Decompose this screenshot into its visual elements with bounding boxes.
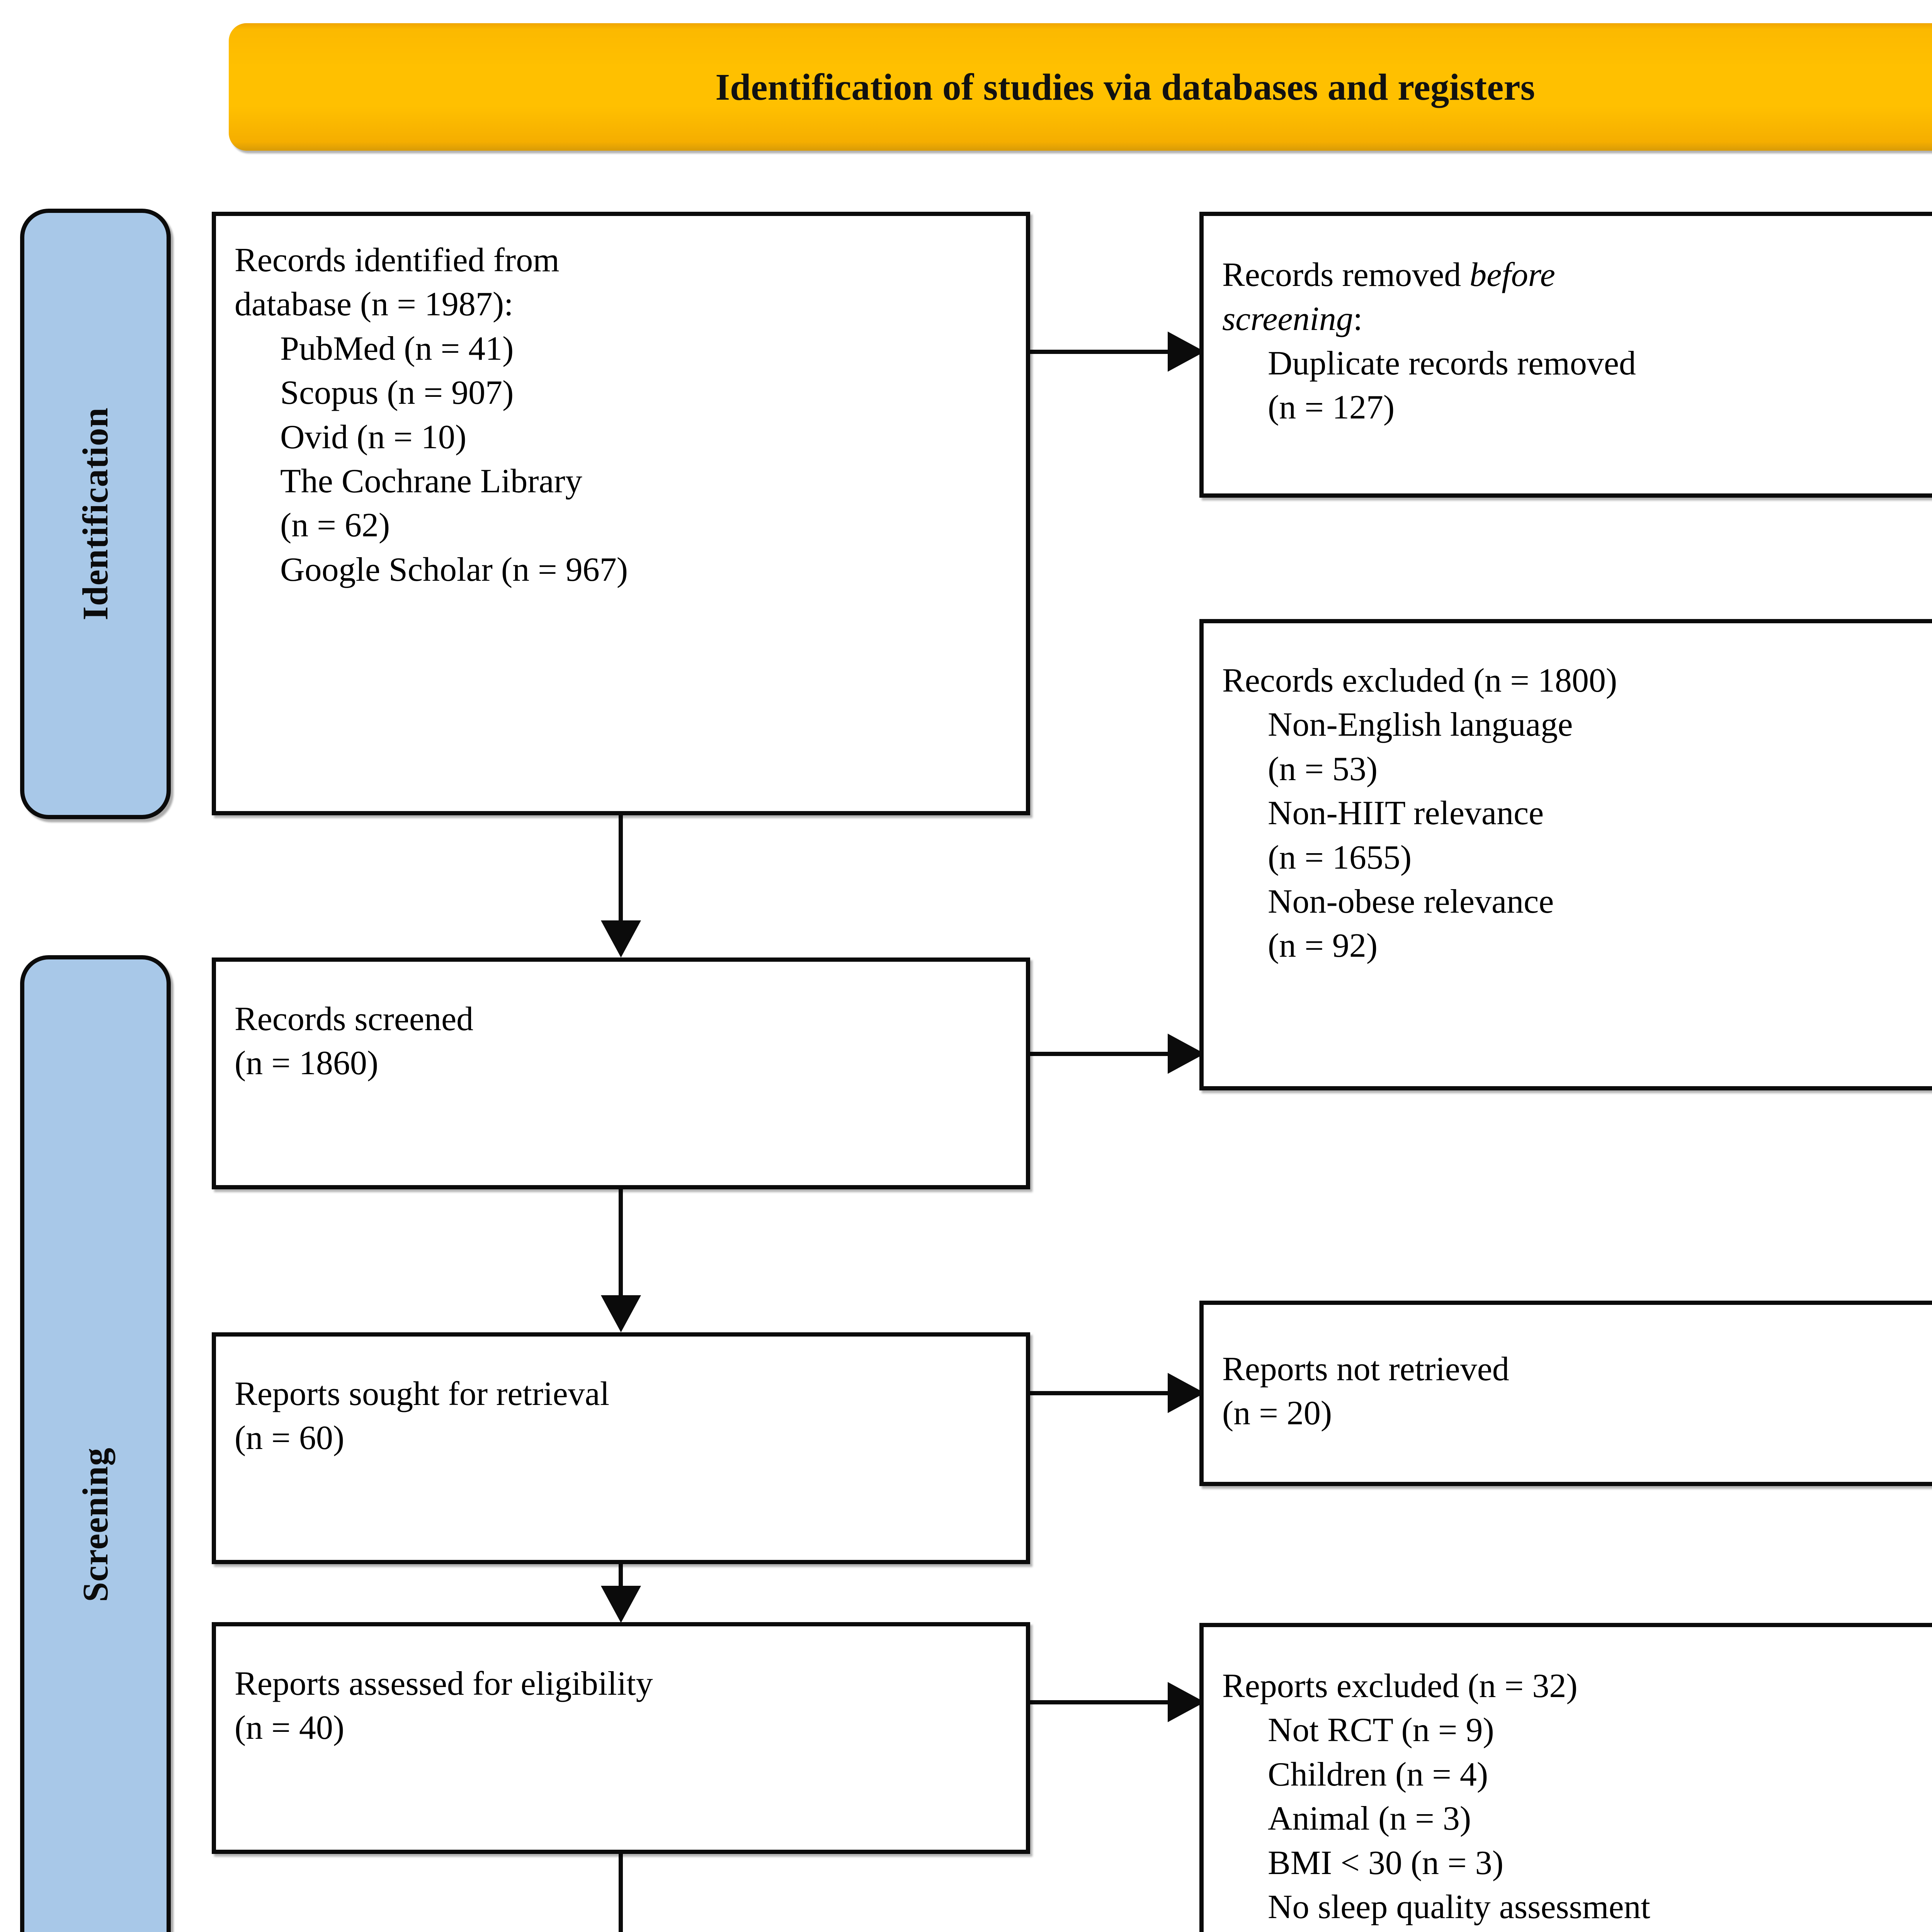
- connector-identified-to-screened: [619, 815, 623, 924]
- reports-assessed-count: (n = 40): [235, 1709, 345, 1747]
- connector-screened-to-records-excluded: [1030, 1052, 1209, 1056]
- records-identified-ovid: Ovid (n = 10): [280, 418, 467, 456]
- records-excluded-non-obese: Non-obese relevance: [1268, 883, 1554, 920]
- reports-excluded-animal: Animal (n = 3): [1268, 1800, 1471, 1838]
- records-identified-google-scholar: Google Scholar (n = 967): [280, 551, 628, 588]
- records-removed-line-1: Records removed before: [1222, 253, 1932, 297]
- box-reports-assessed: Reports assessed for eligibility (n = 40…: [212, 1622, 1030, 1854]
- box-reports-not-retrieved: Reports not retrieved (n = 20): [1199, 1301, 1932, 1486]
- reports-not-retrieved-count: (n = 20): [1222, 1395, 1332, 1432]
- box-records-excluded: Records excluded (n = 1800) Non-English …: [1199, 619, 1932, 1090]
- box-records-removed-before-screening: Records removed before screening: Duplic…: [1199, 212, 1932, 498]
- reports-excluded-no-sleep-quality: No sleep quality assessment: [1268, 1888, 1650, 1926]
- records-excluded-non-english: Non-English language: [1268, 706, 1573, 744]
- reports-excluded-children: Children (n = 4): [1268, 1755, 1488, 1793]
- connector-assessed-to-reports-excluded: [1030, 1700, 1209, 1704]
- box-reports-excluded: Reports excluded (n = 32) Not RCT (n = 9…: [1199, 1623, 1932, 1932]
- arrowhead-screened-to-sought: [601, 1295, 641, 1332]
- arrowhead-identified-to-removed: [1168, 332, 1205, 372]
- stage-tab-screening-label: Screening: [75, 1447, 116, 1602]
- connector-sought-to-not-retrieved: [1030, 1391, 1209, 1395]
- box-records-screened: Records screened (n = 1860): [212, 957, 1030, 1189]
- records-excluded-non-hiit-count: (n = 1655): [1268, 838, 1412, 876]
- arrowhead-identified-to-screened: [601, 920, 641, 957]
- arrowhead-sought-to-not-retrieved: [1168, 1373, 1205, 1413]
- records-identified-cochrane: The Cochrane Library: [280, 462, 582, 500]
- arrowhead-sought-to-assessed: [601, 1586, 641, 1623]
- records-identified-line-2: database (n = 1987):: [235, 286, 514, 323]
- records-identified-scopus: Scopus (n = 907): [280, 374, 514, 412]
- box-records-identified: Records identified from database (n = 19…: [212, 212, 1030, 815]
- reports-sought-label: Reports sought for retrieval: [235, 1375, 610, 1413]
- connector-sought-to-assessed: [619, 1564, 623, 1590]
- connector-identified-to-removed: [1030, 350, 1209, 354]
- arrowhead-assessed-to-reports-excluded: [1168, 1682, 1205, 1722]
- records-screened-label: Records screened: [235, 1000, 474, 1038]
- reports-excluded-not-rct: Not RCT (n = 9): [1268, 1711, 1494, 1749]
- arrowhead-screened-to-records-excluded: [1168, 1034, 1205, 1074]
- connector-assessed-to-included: [619, 1854, 623, 1932]
- records-excluded-non-obese-count: (n = 92): [1268, 927, 1378, 965]
- records-removed-italic-screening: screening: [1222, 300, 1353, 338]
- records-identified-cochrane-count: (n = 62): [280, 507, 390, 544]
- records-excluded-non-english-count: (n = 53): [1268, 750, 1378, 788]
- records-removed-colon: :: [1353, 300, 1363, 338]
- stage-tab-identification: Identification: [20, 209, 171, 819]
- connector-screened-to-sought: [619, 1189, 623, 1299]
- reports-assessed-label: Reports assessed for eligibility: [235, 1665, 653, 1702]
- records-removed-italic-before: before: [1469, 256, 1555, 294]
- reports-excluded-label: Reports excluded (n = 32): [1222, 1667, 1578, 1705]
- records-excluded-label: Records excluded (n = 1800): [1222, 662, 1617, 699]
- reports-sought-count: (n = 60): [235, 1419, 345, 1457]
- box-reports-sought: Reports sought for retrieval (n = 60): [212, 1332, 1030, 1564]
- banner-title: Identification of studies via databases …: [715, 66, 1535, 108]
- records-removed-prefix: Records removed: [1222, 256, 1470, 294]
- records-identified-pubmed: PubMed (n = 41): [280, 330, 514, 367]
- duplicate-records-removed-label: Duplicate records removed: [1268, 344, 1636, 382]
- records-screened-count: (n = 1860): [235, 1044, 379, 1082]
- records-identified-line-1: Records identified from: [235, 242, 560, 279]
- diagram-banner: Identification of studies via databases …: [229, 23, 1932, 151]
- reports-excluded-no-sleep-quality-count: (n = 13): [1222, 1929, 1932, 1932]
- stage-tab-screening: Screening: [20, 955, 171, 1932]
- reports-not-retrieved-label: Reports not retrieved: [1222, 1350, 1509, 1388]
- records-removed-line-2: screening:: [1222, 297, 1932, 341]
- stage-tab-identification-label: Identification: [75, 407, 116, 621]
- duplicate-records-removed-count: (n = 127): [1268, 389, 1395, 427]
- reports-excluded-bmi: BMI < 30 (n = 3): [1268, 1844, 1504, 1882]
- records-excluded-non-hiit: Non-HIIT relevance: [1268, 794, 1544, 832]
